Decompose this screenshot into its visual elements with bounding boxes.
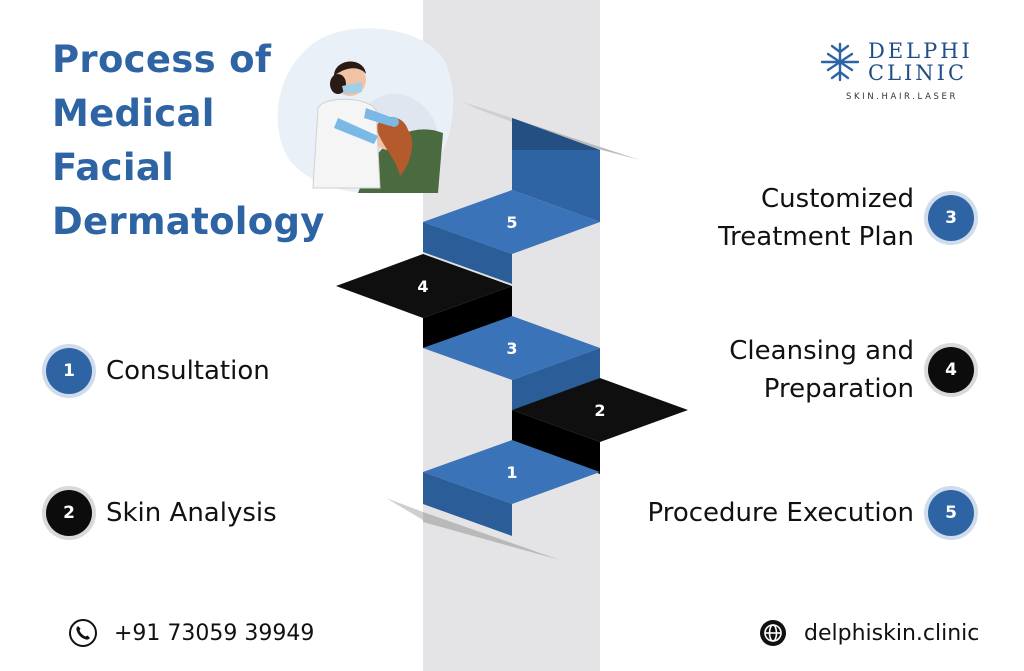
- step-2: 2 Skin Analysis: [46, 490, 277, 536]
- step-4-badge: 4: [928, 347, 974, 393]
- step-4-label: Cleansing and Preparation: [729, 332, 914, 408]
- globe-icon: [760, 620, 786, 646]
- stair-number-3: 3: [506, 339, 517, 358]
- step-3: Customized Treatment Plan 3: [718, 180, 974, 256]
- stair-tread-3: [423, 316, 600, 380]
- phone-number[interactable]: +91 73059 39949: [114, 620, 315, 646]
- stair-number-1: 1: [506, 463, 517, 482]
- step-2-badge: 2: [46, 490, 92, 536]
- step-3-label-line-1: Customized: [761, 184, 914, 214]
- step-1-label: Consultation: [106, 356, 270, 386]
- page-title: Process of Medical Facial Dermatology: [52, 33, 352, 249]
- stair-number-2: 2: [594, 401, 605, 420]
- step-3-label-line-2: Treatment Plan: [718, 222, 914, 252]
- step-3-badge: 3: [928, 195, 974, 241]
- step-4: Cleansing and Preparation 4: [729, 332, 974, 408]
- logo-tagline: SKIN.HAIR.LASER: [846, 92, 958, 102]
- step-3-label: Customized Treatment Plan: [718, 180, 914, 256]
- clinic-logo: DELPHI CLINIC SKIN.HAIR.LASER: [818, 38, 988, 108]
- step-5-badge: 5: [928, 490, 974, 536]
- website-contact[interactable]: delphiskin.clinic: [758, 618, 979, 648]
- step-4-label-line-2: Preparation: [763, 374, 914, 404]
- step-4-label-line-1: Cleansing and: [729, 336, 914, 366]
- dermatologist-illustration: [277, 28, 454, 194]
- stair-tread-5: [423, 190, 600, 254]
- title-line-3: Facial: [52, 146, 175, 189]
- logo-name-line-1: DELPHI: [868, 39, 973, 63]
- step-1: 1 Consultation: [46, 348, 270, 394]
- logo-mark-icon: [820, 42, 860, 82]
- stair-tread-1: [423, 440, 600, 504]
- logo-name-line-2: CLINIC: [868, 61, 968, 85]
- stair-number-5: 5: [506, 213, 517, 232]
- stair-tread-4: [336, 254, 512, 318]
- website-link[interactable]: delphiskin.clinic: [804, 620, 980, 646]
- title-line-2: Medical: [52, 92, 215, 135]
- step-5: Procedure Execution 5: [647, 490, 974, 536]
- title-line-1: Process of: [52, 38, 272, 81]
- step-2-label: Skin Analysis: [106, 498, 277, 528]
- phone-icon: [69, 619, 97, 647]
- step-1-badge: 1: [46, 348, 92, 394]
- phone-contact[interactable]: +91 73059 39949: [68, 618, 314, 648]
- stair-number-4: 4: [417, 277, 428, 296]
- title-line-4: Dermatology: [52, 200, 325, 243]
- step-5-label: Procedure Execution: [647, 498, 915, 528]
